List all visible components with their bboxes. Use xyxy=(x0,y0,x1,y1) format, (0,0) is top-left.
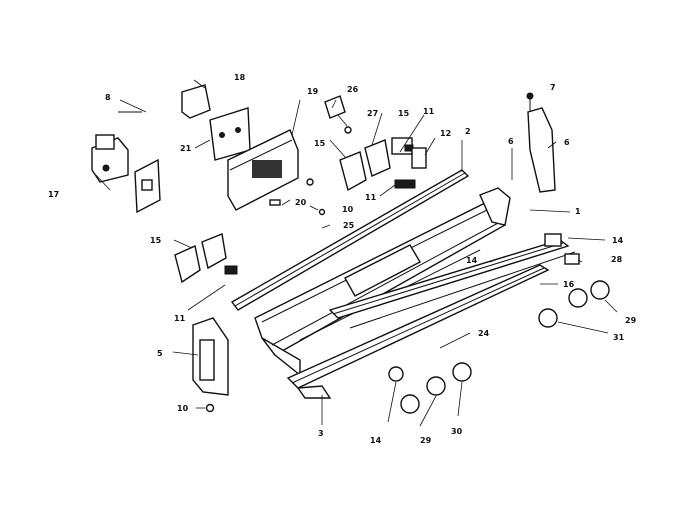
spring-14-right xyxy=(544,233,580,265)
callout-15b: 15 xyxy=(150,236,162,245)
callout-14b: 14 xyxy=(466,256,478,265)
callout-31: 31 xyxy=(613,333,625,342)
control-board-19 xyxy=(227,129,299,211)
callout-10a: 10 xyxy=(177,404,189,413)
top-trim-rail xyxy=(230,169,470,311)
screw-10-center xyxy=(318,208,326,216)
callout-15a: 15 xyxy=(314,139,326,148)
screw-20 xyxy=(269,178,314,206)
callout-29a: 29 xyxy=(625,316,637,325)
callout-25: 25 xyxy=(343,221,355,230)
callout-18: 18 xyxy=(234,73,246,82)
callout-17: 17 xyxy=(48,190,59,199)
knob-set-15-left xyxy=(174,233,238,284)
callout-26: 26 xyxy=(347,85,359,94)
callout-11a: 11 xyxy=(174,314,186,323)
callout-28: 28 xyxy=(611,255,623,264)
callout-5: 5 xyxy=(157,349,163,358)
manifold-rail xyxy=(328,239,576,329)
side-bracket-6 xyxy=(526,92,556,193)
callout-6b: 6 xyxy=(508,137,514,146)
callout-24: 24 xyxy=(478,329,490,338)
callout-6a: 6 xyxy=(564,138,570,147)
callout-12: 12 xyxy=(440,129,451,138)
callout-14a: 14 xyxy=(612,236,624,245)
callout-11c: 11 xyxy=(423,107,435,116)
mounting-bracket-left xyxy=(134,158,161,214)
callout-labels: 1 2 3 5 6 6 7 8 10 10 11 11 11 12 14 14 … xyxy=(48,73,637,445)
screw-27 xyxy=(344,126,352,134)
callout-30: 30 xyxy=(451,427,463,436)
switch-block-18 xyxy=(181,84,211,119)
callout-27: 27 xyxy=(367,109,378,118)
knobs-lower xyxy=(388,362,472,414)
callout-2: 2 xyxy=(465,127,471,136)
control-panel-housing xyxy=(254,197,506,377)
leader-lines xyxy=(95,79,618,427)
screw-10-left xyxy=(205,403,215,413)
callout-15c: 15 xyxy=(398,109,410,118)
callout-8: 8 xyxy=(105,93,111,102)
clock-assembly xyxy=(91,134,129,183)
callout-29b: 29 xyxy=(420,436,432,445)
side-panel-5 xyxy=(192,317,229,396)
callout-11b: 11 xyxy=(365,193,377,202)
switch-26 xyxy=(324,95,346,119)
callout-19: 19 xyxy=(307,87,319,96)
callout-14c: 14 xyxy=(370,436,382,445)
callout-16: 16 xyxy=(563,280,575,289)
right-end-bracket xyxy=(479,187,511,226)
callout-3: 3 xyxy=(318,429,324,438)
callout-21: 21 xyxy=(180,144,192,153)
knob-set-15-center xyxy=(339,137,427,192)
callout-7: 7 xyxy=(550,83,556,92)
callout-1: 1 xyxy=(575,207,581,216)
callout-10b: 10 xyxy=(342,205,354,214)
callout-20: 20 xyxy=(295,198,307,207)
knobs-29-right xyxy=(538,280,610,328)
